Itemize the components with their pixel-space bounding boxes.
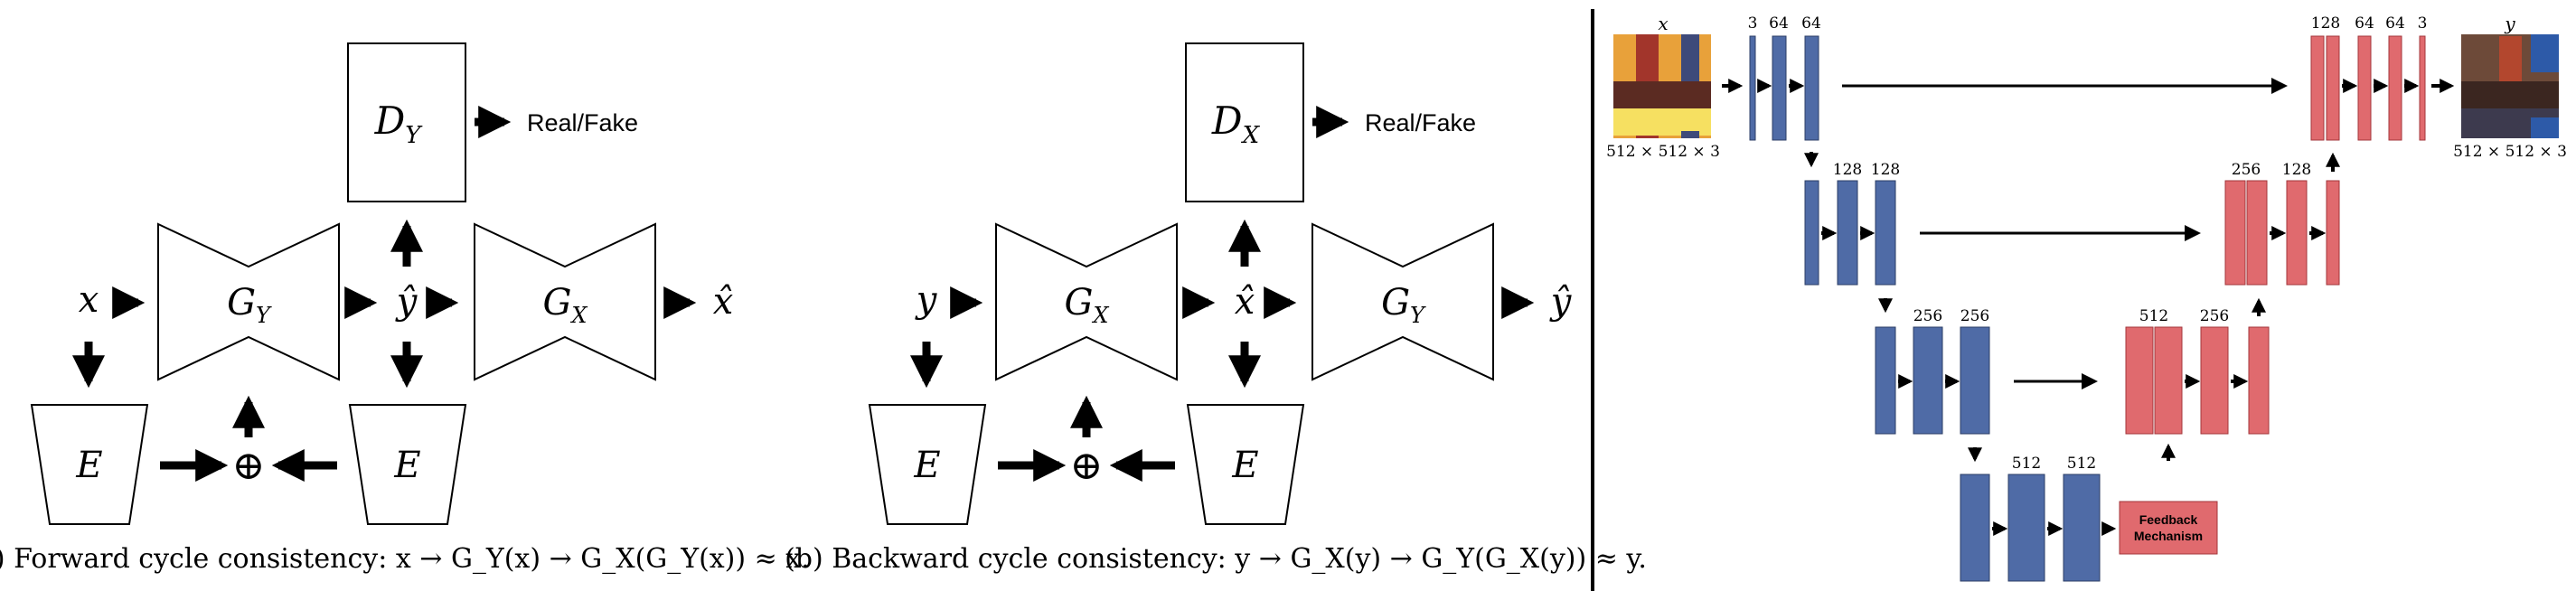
channel-label: 64: [2385, 14, 2405, 33]
encoder-block: [1913, 326, 1943, 435]
generator-label: GY: [227, 282, 272, 328]
input-label: x: [79, 279, 99, 321]
encoder-left-shape: [868, 404, 987, 525]
channel-label: 64: [1801, 14, 1821, 33]
channel-label: 256: [1960, 307, 1989, 325]
feedback-label-line2: Mechanism: [2134, 529, 2203, 543]
encoder-block: [1772, 35, 1787, 141]
second-generator-shape: [1312, 222, 1494, 381]
backward-cycle-diagram: DX Real/Fake y GX x̂ GY ŷ E E ⊕ (b) Back…: [785, 42, 1647, 575]
feedback-label-line1: Feedback: [2139, 512, 2198, 527]
intermediate-label: x̂: [1235, 281, 1255, 323]
discriminator-box: [1185, 42, 1304, 202]
intermediate-label: ŷ: [395, 281, 418, 323]
channel-label: 64: [1769, 14, 1789, 33]
decoder-block: [2357, 35, 2372, 141]
encoder-left-shape: [30, 404, 149, 525]
encoder-block: [1960, 474, 1990, 582]
decoder-block: [2286, 180, 2308, 286]
decoder-block: [2224, 180, 2246, 286]
encoder-block: [2007, 474, 2045, 582]
real-fake-label: Real/Fake: [1365, 109, 1476, 136]
discriminator-label: DY: [374, 98, 424, 149]
encoder-left-label: E: [75, 445, 102, 486]
channel-label: 512: [2067, 455, 2096, 473]
output-size-label: 512 × 512 × 3: [2453, 143, 2567, 161]
decoder-block: [2388, 35, 2402, 141]
combine-symbol: ⊕: [232, 443, 266, 489]
channel-label: 512: [2139, 307, 2168, 325]
encoder-right-shape: [348, 404, 467, 525]
channel-label: 3: [2418, 14, 2428, 33]
unet-input-label: x: [1658, 13, 1668, 34]
decoder-block: [2326, 180, 2340, 286]
second-generator-label: GX: [542, 282, 588, 328]
encoder-block: [1749, 35, 1756, 141]
output-image: [2461, 34, 2559, 138]
channel-label: 256: [2200, 307, 2229, 325]
forward-caption: (a) Forward cycle consistency: x → G_Y(x…: [0, 543, 810, 575]
decoder-block: [2248, 326, 2270, 435]
backward-caption: (b) Backward cycle consistency: y → G_X(…: [785, 543, 1647, 575]
channel-label: 128: [1833, 161, 1862, 179]
unet-output-label: y: [2504, 13, 2515, 34]
channel-label: 128: [2282, 161, 2311, 179]
decoder-block: [2125, 326, 2154, 435]
encoder-right-shape: [1186, 404, 1305, 525]
encoder-block: [1804, 35, 1819, 141]
decoder-block: [2154, 326, 2183, 435]
decoder-block: [2310, 35, 2325, 141]
discriminator-box: [347, 42, 466, 202]
encoder-right-label: E: [1231, 445, 1258, 486]
output-label: ŷ: [1549, 281, 1573, 323]
output-label: x̂: [713, 281, 734, 323]
decoder-block: [2200, 326, 2229, 435]
forward-cycle-diagram: DY Real/Fake x GY ŷ GX x̂ E E ⊕ (a) Forw…: [0, 42, 810, 575]
decoder-block: [2326, 35, 2340, 141]
discriminator-label: DX: [1211, 98, 1261, 149]
encoder-block: [1875, 326, 1896, 435]
encoder-block: [1804, 180, 1819, 286]
encoder-block: [2063, 474, 2101, 582]
encoder-block: [1875, 180, 1896, 286]
decoder-block: [2246, 180, 2268, 286]
encoder-left-label: E: [913, 445, 940, 486]
generator-shape: [157, 222, 340, 381]
combine-symbol: ⊕: [1070, 443, 1104, 489]
channel-label: 64: [2355, 14, 2374, 33]
input-label: y: [915, 279, 938, 321]
encoder-block: [1837, 180, 1858, 286]
encoder-block: [1960, 326, 1990, 435]
channel-label: 128: [1871, 161, 1900, 179]
encoder-right-label: E: [393, 445, 420, 486]
channel-label: 3: [1748, 14, 1758, 33]
channel-label: 128: [2311, 14, 2340, 33]
unet-diagram: x 512 × 512 × 3 3 64 64 128 64 64 3 y 51…: [1606, 13, 2567, 582]
decoder-block: [2419, 35, 2426, 141]
input-size-label: 512 × 512 × 3: [1606, 143, 1720, 161]
real-fake-label: Real/Fake: [527, 109, 638, 136]
channel-label: 512: [2012, 455, 2041, 473]
generator-shape: [995, 222, 1178, 381]
input-image: [1613, 34, 1711, 138]
second-generator-shape: [474, 222, 656, 381]
second-generator-label: GY: [1381, 282, 1426, 328]
channel-label: 256: [2232, 161, 2261, 179]
generator-label: GX: [1064, 282, 1109, 328]
feedback-mechanism-block: [2119, 501, 2218, 555]
channel-label: 256: [1913, 307, 1942, 325]
